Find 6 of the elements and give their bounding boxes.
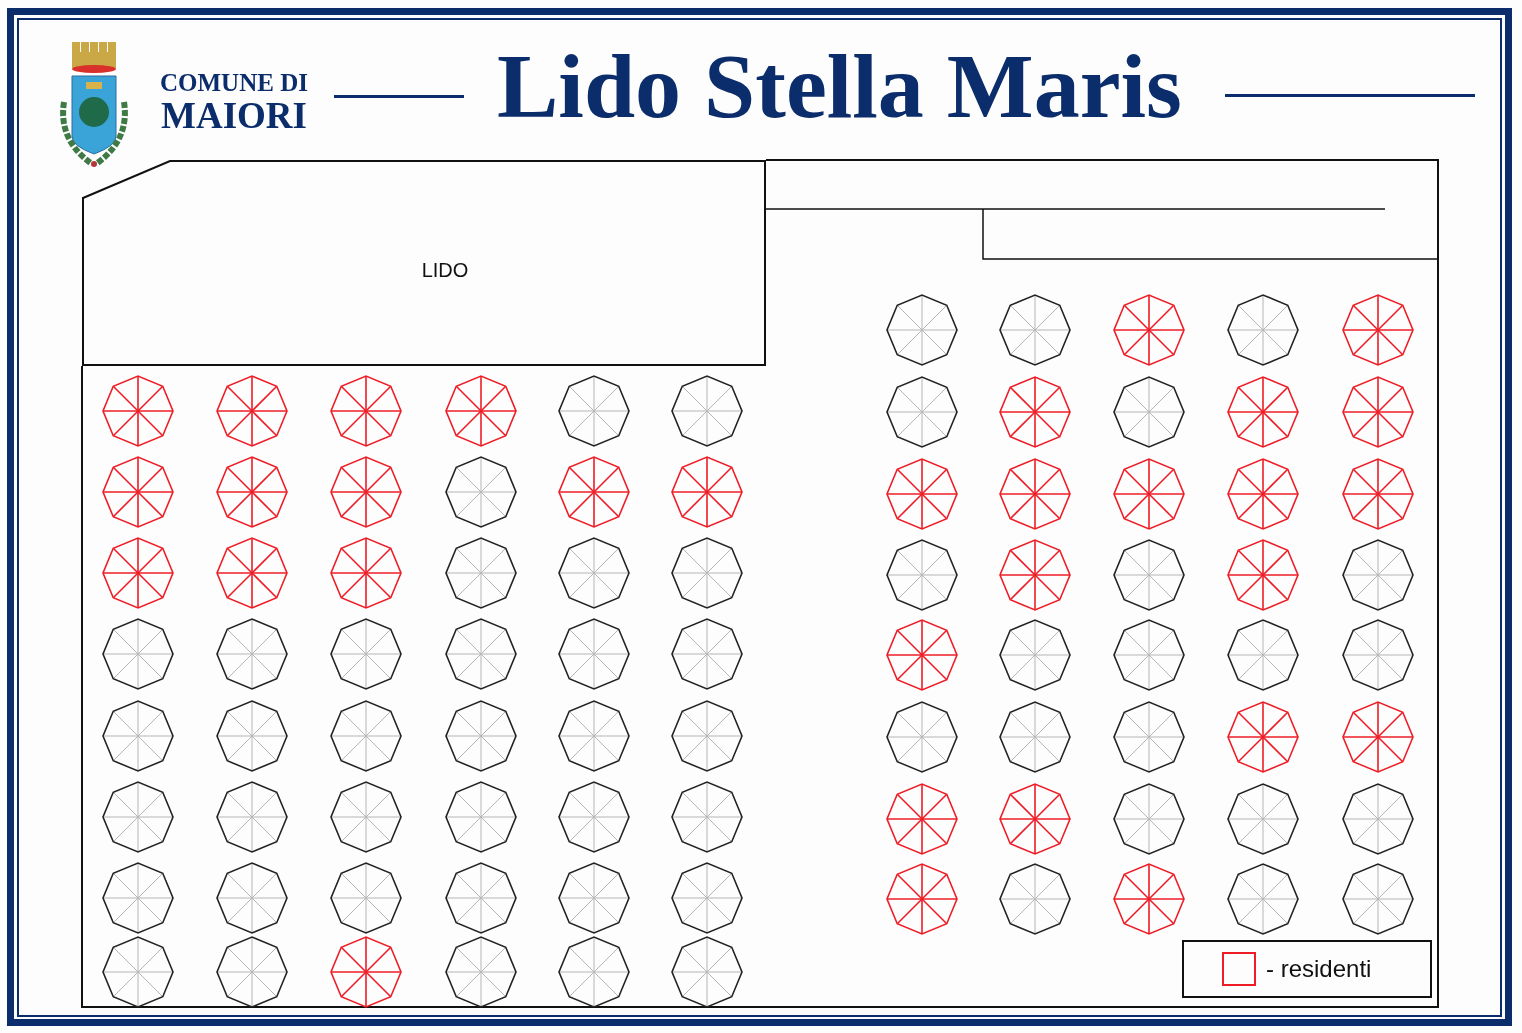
header-text: MAIORI — [161, 97, 307, 134]
building-label: LIDO — [421, 260, 469, 280]
legend-text: - residenti — [1266, 957, 1372, 981]
header-text: COMUNE DI — [160, 70, 308, 95]
building-outline — [82, 160, 766, 366]
title: Lido Stella Maris — [497, 40, 1182, 132]
